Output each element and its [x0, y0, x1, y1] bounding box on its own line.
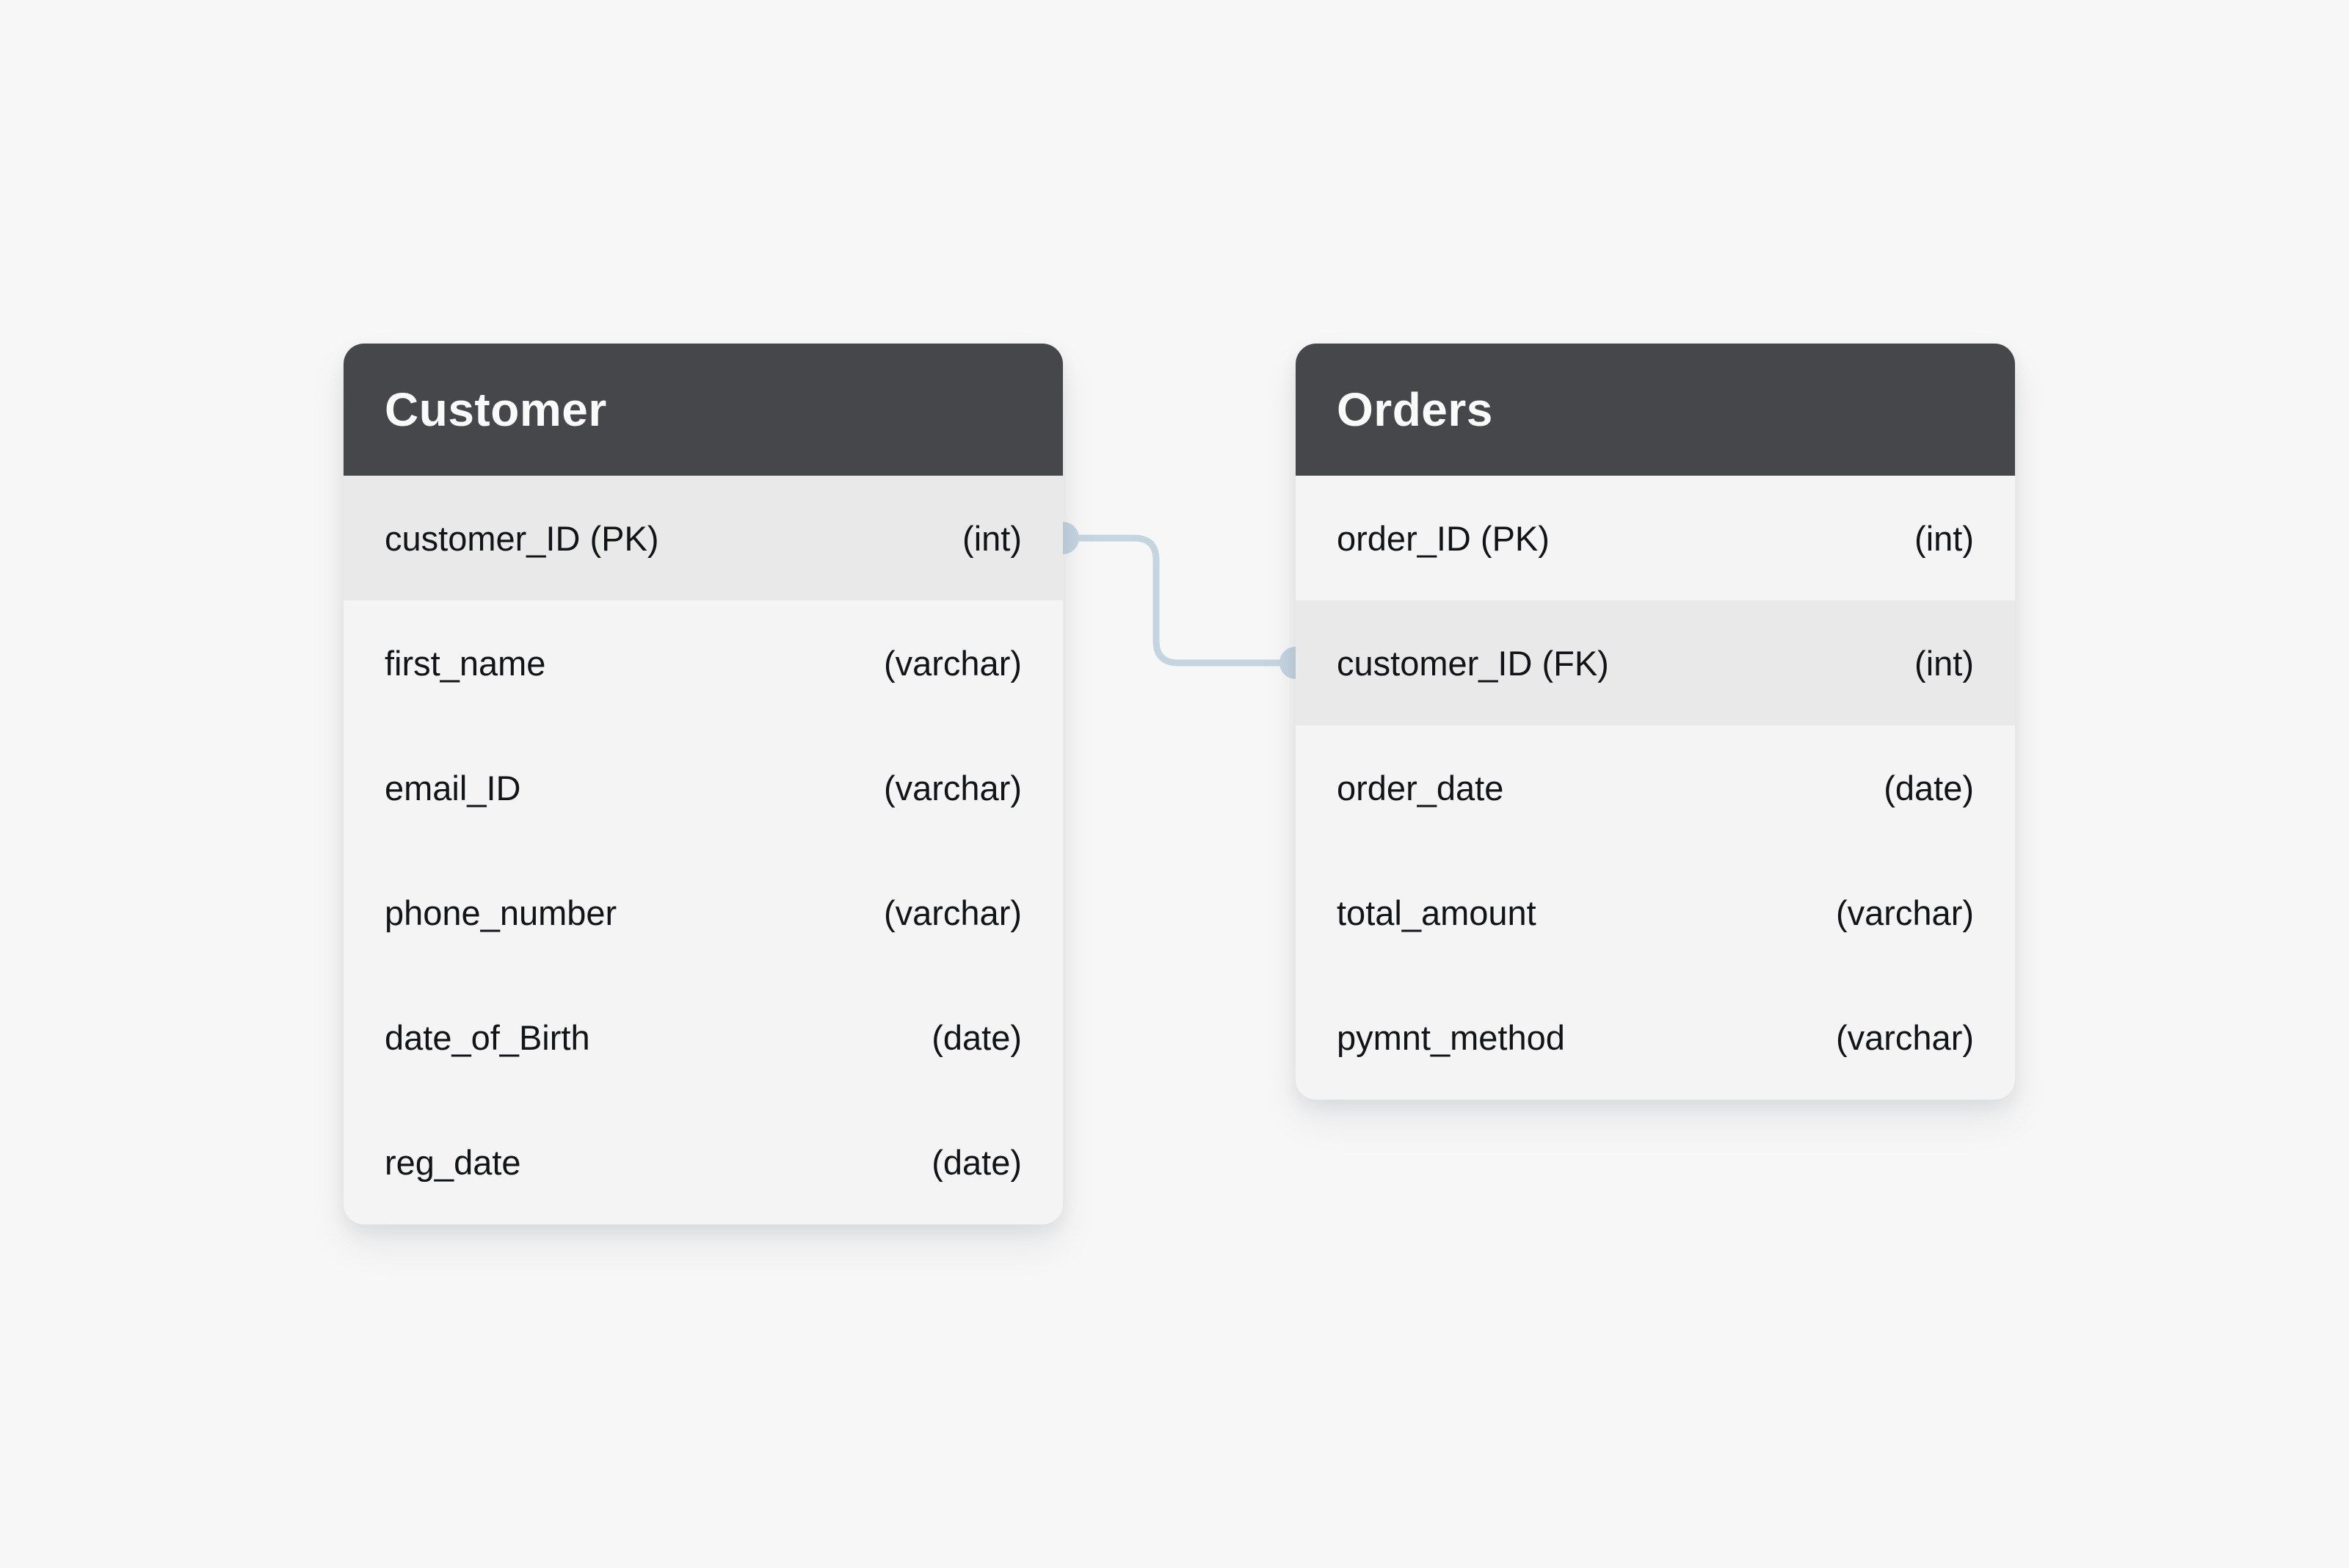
field-type: (int)	[962, 518, 1022, 558]
table-row-date-of-birth[interactable]: date_of_Birth (date)	[344, 975, 1063, 1100]
table-row-pymnt-method[interactable]: pymnt_method (varchar)	[1296, 975, 2015, 1100]
table-orders-title: Orders	[1337, 383, 1493, 436]
field-type: (varchar)	[883, 893, 1022, 932]
field-name: customer_ID (PK)	[385, 518, 659, 558]
field-type: (varchar)	[883, 768, 1022, 807]
field-name: reg_date	[385, 1142, 521, 1182]
table-customer-header[interactable]: Customer	[344, 344, 1063, 476]
table-row-total-amount[interactable]: total_amount (varchar)	[1296, 850, 2015, 975]
field-type: (date)	[932, 1017, 1022, 1057]
field-name: date_of_Birth	[385, 1017, 590, 1057]
field-name: total_amount	[1337, 893, 1536, 932]
table-customer-title: Customer	[385, 383, 607, 436]
field-name: first_name	[385, 643, 546, 683]
table-orders[interactable]: Orders order_ID (PK) (int) customer_ID (…	[1296, 344, 2015, 1100]
field-type: (date)	[932, 1142, 1022, 1182]
field-name: customer_ID (FK)	[1337, 643, 1609, 683]
field-type: (date)	[1884, 768, 1974, 807]
field-type: (int)	[1914, 518, 1974, 558]
table-row-reg-date[interactable]: reg_date (date)	[344, 1100, 1063, 1224]
field-name: email_ID	[385, 768, 521, 807]
table-row-order-date[interactable]: order_date (date)	[1296, 725, 2015, 850]
table-row-order-id-pk[interactable]: order_ID (PK) (int)	[1296, 476, 2015, 600]
table-row-customer-id-fk[interactable]: customer_ID (FK) (int)	[1296, 600, 2015, 725]
field-type: (varchar)	[1835, 893, 1974, 932]
relationship-line[interactable]	[1059, 534, 1299, 667]
field-name: order_ID (PK)	[1337, 518, 1550, 558]
table-row-first-name[interactable]: first_name (varchar)	[344, 600, 1063, 725]
field-name: phone_number	[385, 893, 617, 932]
table-row-phone-number[interactable]: phone_number (varchar)	[344, 850, 1063, 975]
field-type: (int)	[1914, 643, 1974, 683]
field-name: pymnt_method	[1337, 1017, 1565, 1057]
field-type: (varchar)	[1835, 1017, 1974, 1057]
field-type: (varchar)	[883, 643, 1022, 683]
field-name: order_date	[1337, 768, 1504, 807]
table-row-email-id[interactable]: email_ID (varchar)	[344, 725, 1063, 850]
table-row-customer-id-pk[interactable]: customer_ID (PK) (int)	[344, 476, 1063, 600]
table-customer[interactable]: Customer customer_ID (PK) (int) first_na…	[344, 344, 1063, 1224]
table-orders-header[interactable]: Orders	[1296, 344, 2015, 476]
